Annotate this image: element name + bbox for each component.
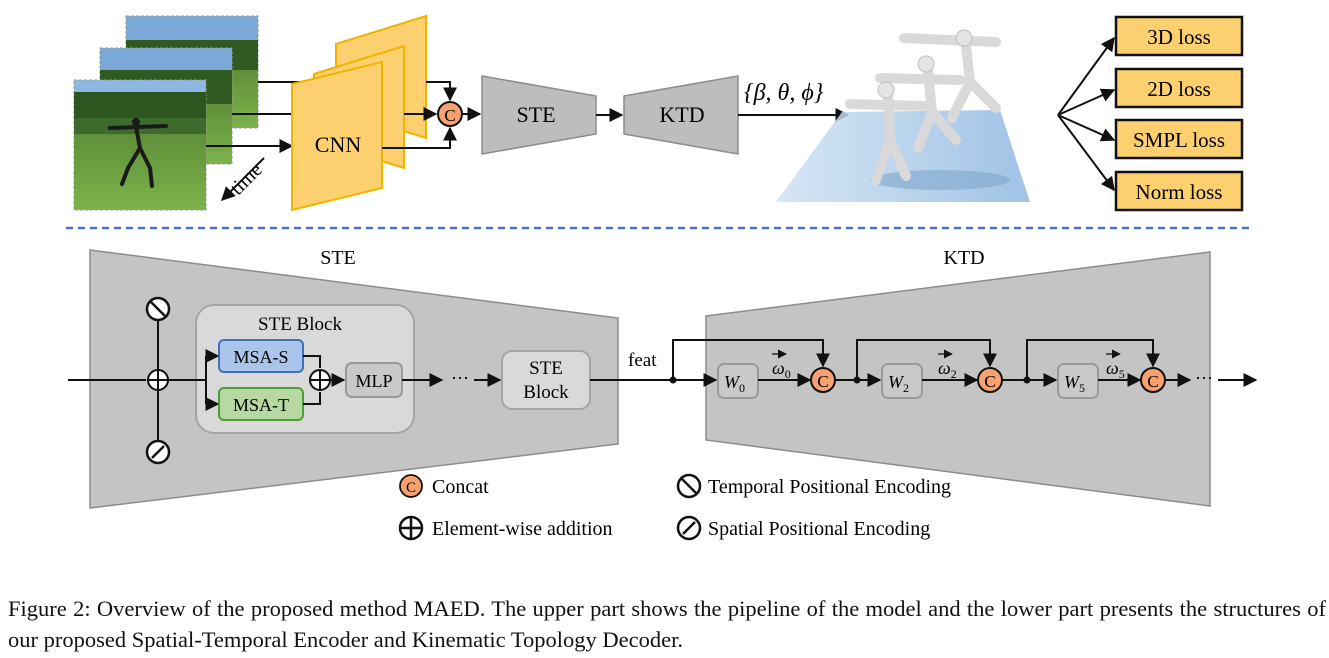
concat-node-0: C <box>810 367 836 393</box>
person-silhouette <box>108 118 168 188</box>
feat-label: feat <box>628 350 657 371</box>
3d-body-output <box>776 29 1030 202</box>
ste-block-title: STE Block <box>258 314 342 335</box>
svg-text:Temporal Positional Encoding: Temporal Positional Encoding <box>708 476 951 498</box>
svg-text:Spatial Positional Encoding: Spatial Positional Encoding <box>708 518 930 540</box>
legend-spatial-pe: Spatial Positional Encoding <box>676 515 930 541</box>
figure-caption: Figure 2: Overview of the proposed metho… <box>8 596 1326 652</box>
legend-concat: C Concat <box>399 474 489 498</box>
weight-block-0: W0 <box>717 363 759 399</box>
legend: C Concat Element-wise addition Temporal … <box>398 473 951 541</box>
svg-text:C: C <box>817 372 828 391</box>
svg-text:KTD: KTD <box>659 102 704 127</box>
add-node-input <box>147 369 169 391</box>
svg-text:MSA-S: MSA-S <box>233 347 288 367</box>
svg-text:Concat: Concat <box>432 476 489 498</box>
cnn-to-concat-lines <box>382 81 457 149</box>
mlp-block: MLP <box>345 362 403 398</box>
concat-node-5: C <box>1140 367 1166 393</box>
concat-node-upper: C <box>437 101 463 127</box>
legend-temporal-pe: Temporal Positional Encoding <box>676 473 951 499</box>
svg-text:2D loss: 2D loss <box>1147 77 1211 101</box>
svg-text:Norm loss: Norm loss <box>1136 180 1223 204</box>
svg-text:3D loss: 3D loss <box>1147 25 1211 49</box>
ellipsis-ste: ··· <box>451 368 469 388</box>
concat-node-2: C <box>977 367 1003 393</box>
ktd-title: KTD <box>943 247 984 269</box>
add-node-msa <box>309 369 331 391</box>
svg-text:W0: W0 <box>724 372 745 395</box>
msa-t-block: MSA-T <box>218 387 304 421</box>
loss-boxes: 3D loss 2D loss SMPL loss Norm loss <box>1114 15 1244 212</box>
legend-elementwise-add: Element-wise addition <box>398 515 613 541</box>
msa-s-block: MSA-S <box>218 339 304 373</box>
svg-text:C: C <box>444 106 455 125</box>
video-frames <box>73 15 259 211</box>
omega-5-label: ω5 <box>1106 358 1125 381</box>
svg-text:W2: W2 <box>888 372 909 395</box>
video-frame-1 <box>73 79 207 211</box>
loss-2d: 2D loss <box>1114 67 1244 109</box>
svg-text:C: C <box>1147 372 1158 391</box>
ktd-module-upper: KTD <box>623 75 739 155</box>
svg-text:SMPL loss: SMPL loss <box>1133 128 1225 152</box>
svg-text:Block: Block <box>523 382 569 403</box>
svg-text:W5: W5 <box>1064 372 1085 395</box>
omega-2-label: ω2 <box>938 358 957 381</box>
cnn-label: CNN <box>315 132 362 157</box>
maed-overview-diagram: time CNN C STE KTD {β, θ, ϕ} <box>66 14 1258 541</box>
ste-module-upper: STE <box>481 75 597 155</box>
svg-text:Element-wise addition: Element-wise addition <box>432 518 613 540</box>
temporal-pe-node <box>145 296 171 322</box>
ellipsis-ktd: ··· <box>1195 368 1213 388</box>
svg-text:MSA-T: MSA-T <box>233 395 289 415</box>
time-label: time <box>226 159 267 200</box>
svg-text:C: C <box>406 480 416 496</box>
svg-text:STE: STE <box>516 102 555 127</box>
loss-fan-arrows <box>1057 36 1116 192</box>
smpl-params-label: {β, θ, ϕ} <box>744 80 824 106</box>
svg-text:STE: STE <box>529 358 563 379</box>
loss-smpl: SMPL loss <box>1114 118 1244 160</box>
svg-text:MLP: MLP <box>355 371 392 391</box>
omega-0-label: ω0 <box>772 358 791 381</box>
cnn-stack: CNN <box>291 14 427 212</box>
loss-3d: 3D loss <box>1114 15 1244 57</box>
ste-title: STE <box>320 247 356 269</box>
weight-block-2: W2 <box>881 363 923 399</box>
weight-block-5: W5 <box>1057 363 1099 399</box>
svg-text:C: C <box>984 372 995 391</box>
loss-norm: Norm loss <box>1114 170 1244 212</box>
ste-block-2: STE Block <box>501 350 591 410</box>
spatial-pe-node <box>145 439 171 465</box>
